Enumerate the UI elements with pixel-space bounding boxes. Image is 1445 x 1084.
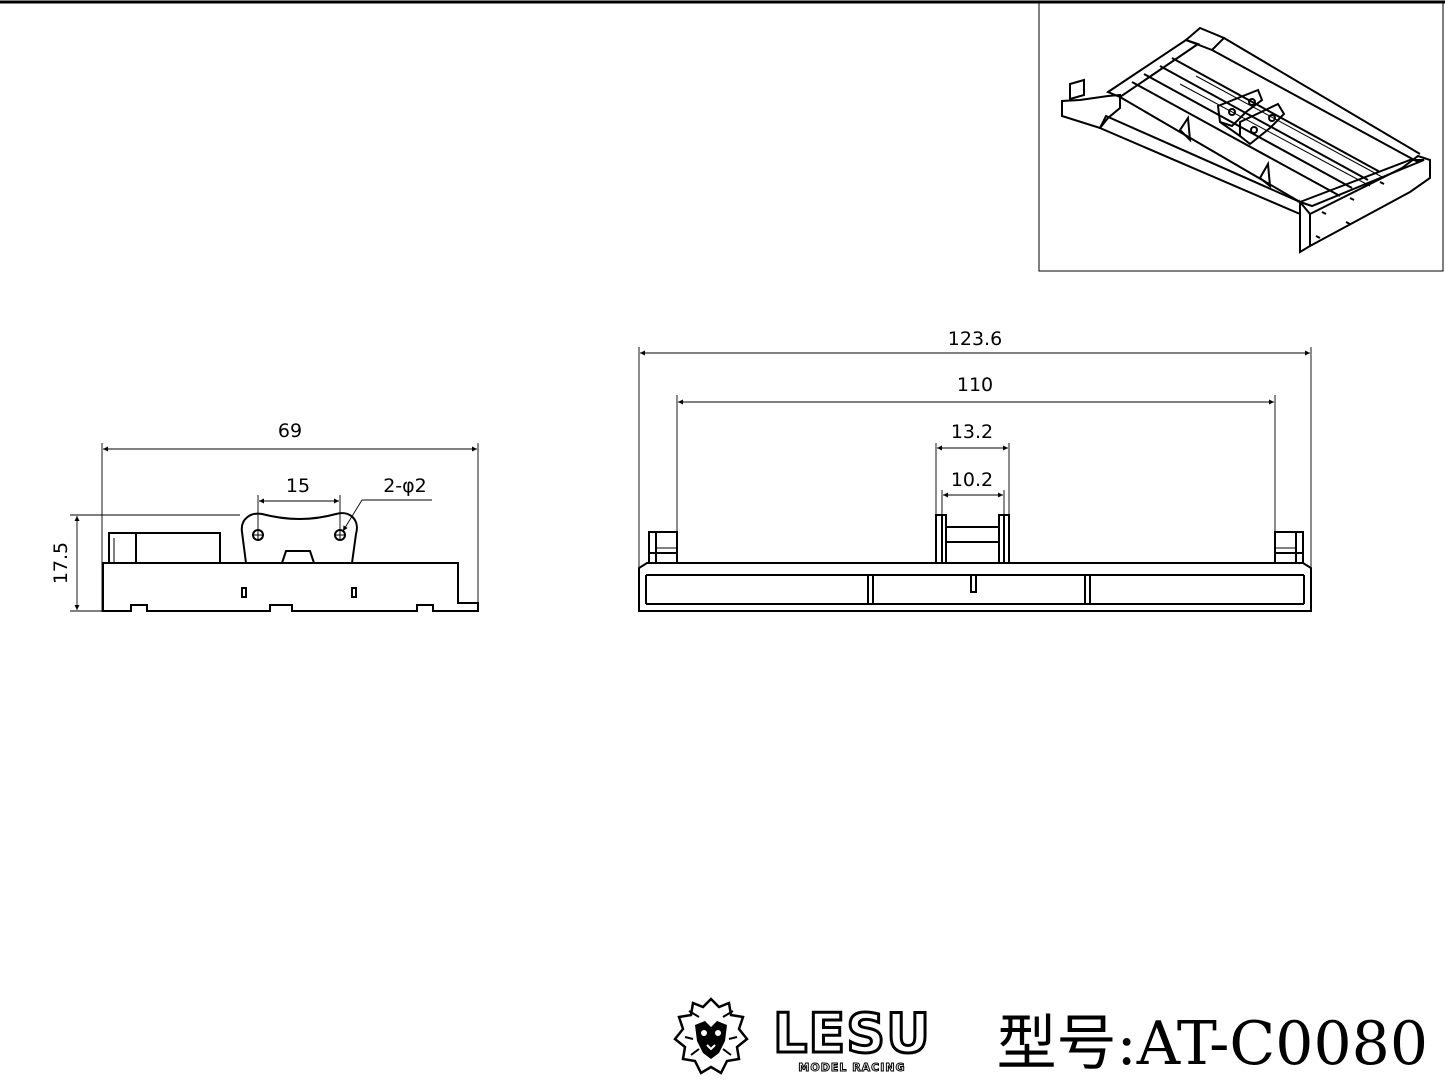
dim-plate-inner: 10.2 [951,469,993,491]
dim-plate-outer: 13.2 [951,421,993,443]
brand-name: LESU [773,1002,931,1065]
brand-logo: LESU MODEL RACING [771,1001,931,1075]
dim-inner-width: 110 [957,374,993,396]
dim-overall-width: 123.6 [948,328,1002,350]
dim-hole-callout: 2-φ2 [383,475,427,497]
lion-head-icon [673,997,749,1075]
dim-side-width: 69 [278,420,302,442]
side-view: 69 15 2-φ2 17.5 [50,420,479,612]
front-view: 123.6 110 13.2 10.2 [638,328,1312,612]
dim-hole-spacing: 15 [286,475,310,497]
iso-frame [1038,2,1444,272]
brand-subtitle: MODEL RACING [798,1061,905,1074]
model-number-label: 型号:AT-C0080 [997,1009,1428,1079]
isometric-view [1038,2,1444,272]
dim-side-height: 17.5 [50,542,72,584]
